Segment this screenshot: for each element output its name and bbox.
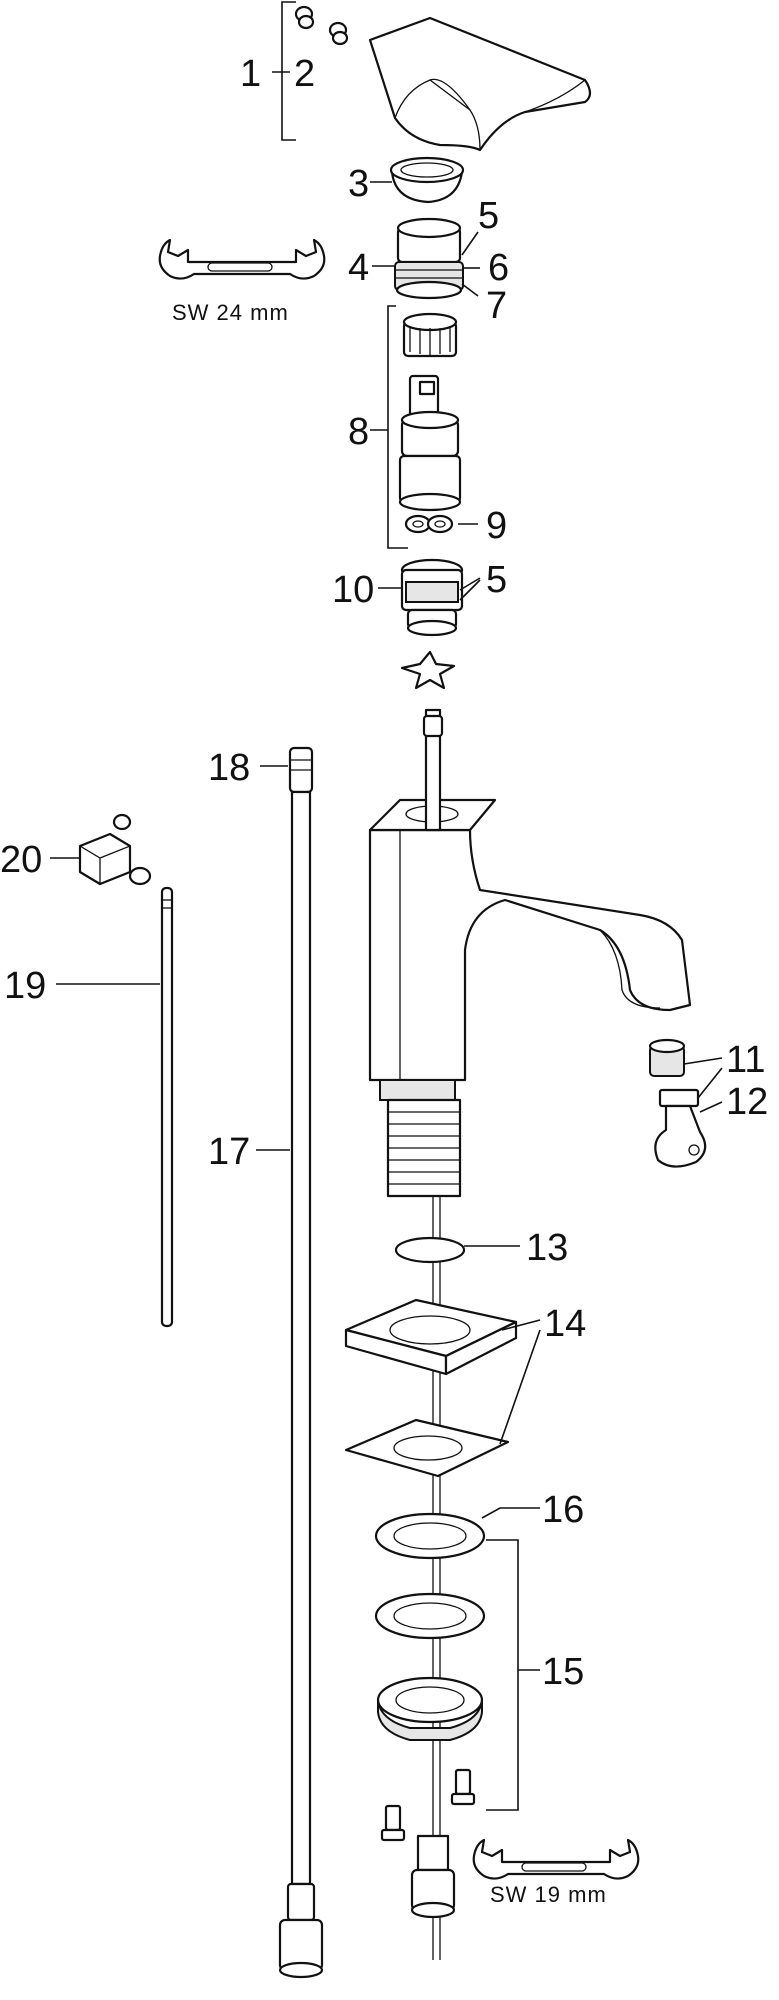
callout-12: 12 xyxy=(726,1081,768,1123)
flow-star-icon xyxy=(400,650,456,690)
callout-9: 9 xyxy=(486,505,507,547)
set-screw-icon xyxy=(294,5,349,46)
valve-base-icon xyxy=(400,558,464,637)
callout-6: 6 xyxy=(488,247,509,289)
seal-ring-icon xyxy=(404,514,454,534)
callout-4: 4 xyxy=(348,247,369,289)
callout-2: 2 xyxy=(294,53,315,95)
washer-icon xyxy=(374,1512,486,1640)
cartridge-icon xyxy=(398,374,462,512)
lift-rod-icon xyxy=(160,886,174,1328)
threaded-nut-icon xyxy=(394,217,464,300)
gasket-plate-icon xyxy=(344,1418,510,1478)
cover-ring-icon xyxy=(389,156,465,204)
callout-16: 16 xyxy=(542,1489,584,1531)
callout-8: 8 xyxy=(348,411,369,453)
o-ring-icon xyxy=(394,1236,466,1264)
callout-14: 14 xyxy=(544,1303,586,1345)
callout-17: 17 xyxy=(208,1131,250,1173)
callout-18: 18 xyxy=(208,747,250,789)
callout-3: 3 xyxy=(348,163,369,205)
callout-1: 1 xyxy=(240,53,261,95)
wrench-size-lower: SW 19 mm xyxy=(490,1882,607,1907)
wrench-size-upper: SW 24 mm xyxy=(172,300,289,325)
lock-nut-icon xyxy=(376,1676,484,1741)
hex-nut-icon xyxy=(410,1834,456,1919)
bolt-icon xyxy=(380,1768,476,1842)
callout-15: 15 xyxy=(542,1651,584,1693)
wrench-icon xyxy=(158,238,326,280)
aerator-icon xyxy=(648,1038,707,1168)
lever-handle-icon xyxy=(368,16,592,152)
faucet-body-icon xyxy=(368,798,692,1198)
callout-7: 7 xyxy=(486,285,507,327)
wrench-icon xyxy=(472,1838,640,1880)
rod-connector-icon xyxy=(78,813,152,886)
supply-hose-icon xyxy=(278,746,324,1979)
callout-13: 13 xyxy=(526,1227,568,1269)
mounting-plate-icon xyxy=(344,1298,518,1376)
callout-5a: 5 xyxy=(478,195,499,237)
callout-20: 20 xyxy=(0,839,42,881)
callout-10: 10 xyxy=(332,569,374,611)
callout-11: 11 xyxy=(726,1039,765,1081)
callout-19: 19 xyxy=(4,965,46,1007)
cartridge-ring-icon xyxy=(402,312,458,358)
callout-5b: 5 xyxy=(486,559,507,601)
